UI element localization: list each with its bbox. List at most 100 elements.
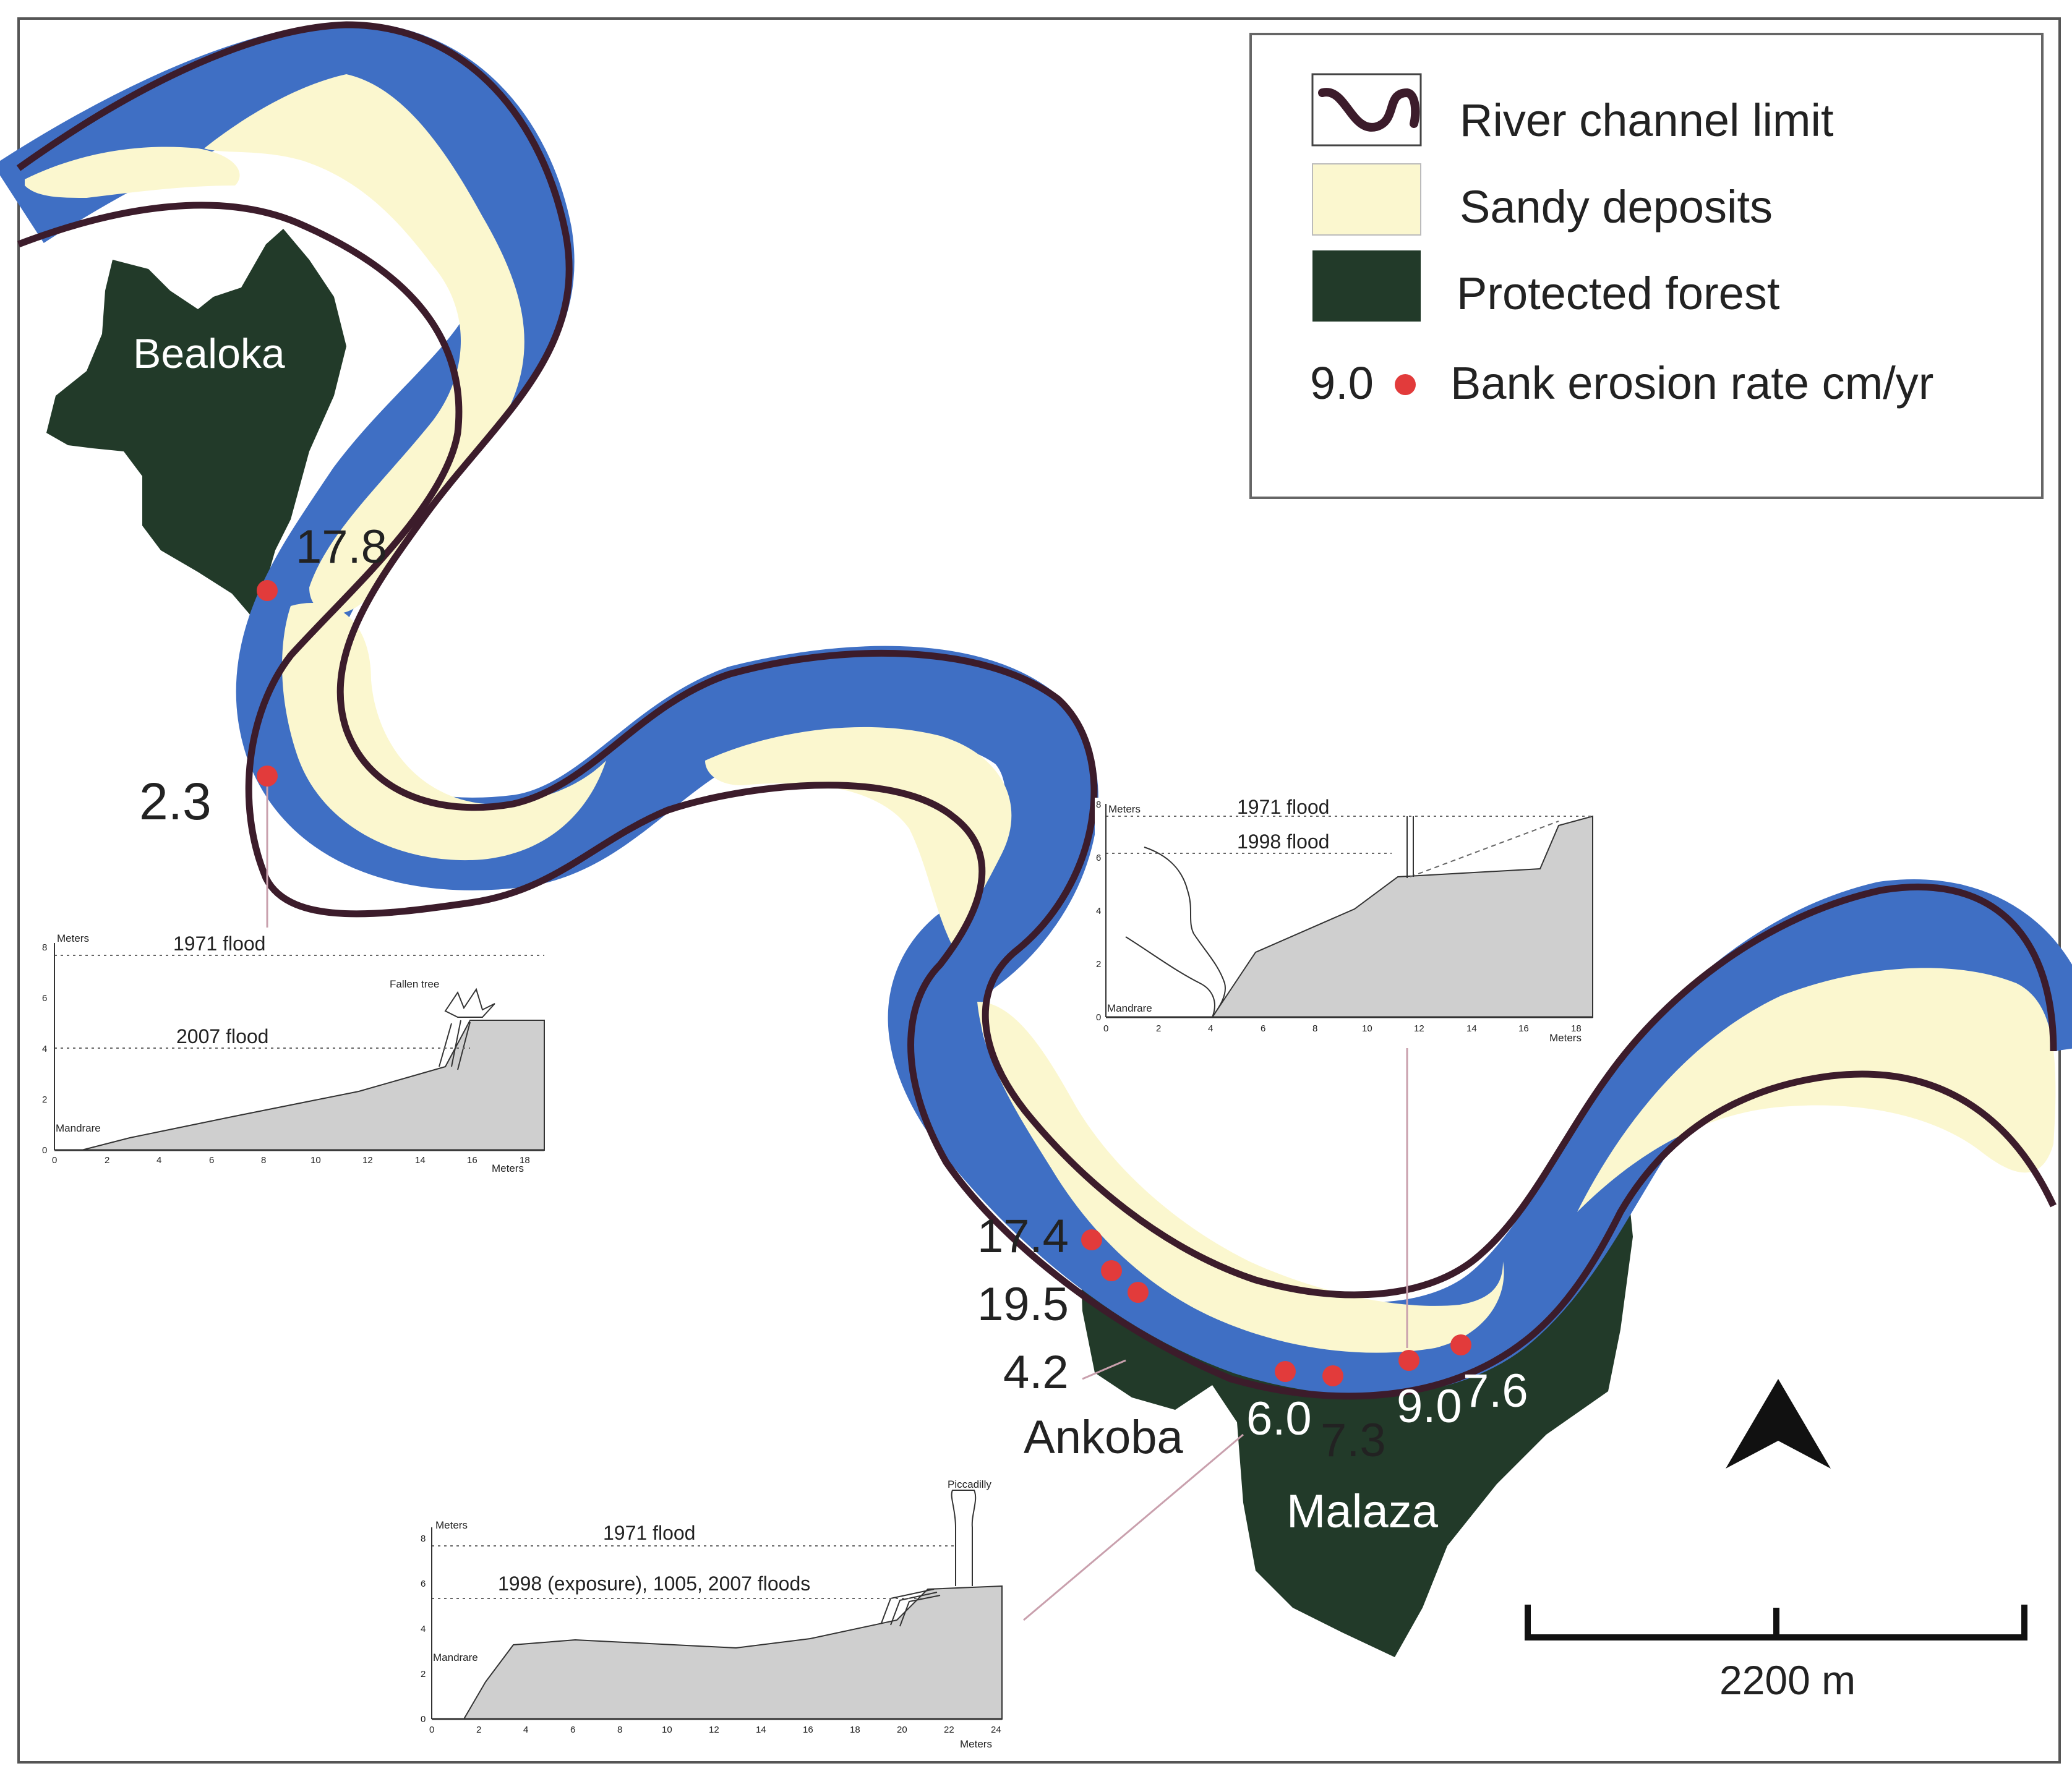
x-tick: 4 xyxy=(1208,1023,1213,1034)
erosion-dot xyxy=(1275,1361,1296,1382)
profile-right: Meters 1971 flood 1998 flood Mandrare Me… xyxy=(1095,796,1596,1048)
profile-xticks: 0 2 4 6 8 10 12 14 16 18 20 22 24 xyxy=(429,1725,1001,1735)
y-tick: 4 xyxy=(1096,906,1101,916)
profile-note: Piccadilly xyxy=(948,1478,991,1490)
x-tick: 8 xyxy=(1312,1023,1317,1034)
forest-bealoka xyxy=(46,229,346,615)
legend-label-river: River channel limit xyxy=(1460,95,1834,146)
profile-xticks: 0 2 4 6 8 10 12 14 16 18 xyxy=(1103,1023,1582,1034)
x-tick: 10 xyxy=(662,1725,672,1735)
y-tick: 6 xyxy=(421,1579,426,1589)
erosion-dot xyxy=(257,580,278,601)
scale-bar-label: 2200 m xyxy=(1719,1657,1856,1703)
x-tick: 14 xyxy=(756,1725,766,1735)
profile-xticks: 0 2 4 6 8 10 12 14 16 18 xyxy=(52,1155,530,1166)
profile-ylabel: Meters xyxy=(57,932,89,944)
y-tick: 0 xyxy=(421,1714,426,1725)
x-tick: 2 xyxy=(1156,1023,1161,1034)
profile-ylabel: Meters xyxy=(435,1519,468,1531)
profile-flood-label: 2007 flood xyxy=(176,1025,268,1047)
profile-bank-fill xyxy=(81,1020,545,1151)
profile-flood-label: 1971 flood xyxy=(603,1522,695,1544)
y-tick: 4 xyxy=(42,1044,47,1054)
place-ankoba: Ankoba xyxy=(1024,1411,1183,1464)
erosion-dot xyxy=(1398,1350,1419,1371)
y-tick: 2 xyxy=(1096,959,1101,970)
x-tick: 10 xyxy=(1362,1023,1372,1034)
erosion-points xyxy=(257,580,1471,1386)
x-tick: 20 xyxy=(897,1725,907,1735)
x-tick: 18 xyxy=(1571,1023,1582,1034)
river-bank-outer xyxy=(16,21,2057,1299)
x-tick: 10 xyxy=(310,1155,321,1166)
legend-erosion-dot xyxy=(1395,374,1416,395)
sand-bar-5 xyxy=(1577,968,2056,1212)
x-tick: 0 xyxy=(429,1725,434,1735)
y-tick: 6 xyxy=(42,993,47,1004)
scale-bar: 2200 m xyxy=(1525,1605,2027,1703)
profile-flood-label: 1998 flood xyxy=(1237,830,1329,853)
profile-river-outline xyxy=(1125,847,1226,1018)
erosion-label: 9.0 xyxy=(1397,1380,1462,1433)
legend-label-erosion: Bank erosion rate cm/yr xyxy=(1450,357,1933,409)
legend-label-forest: Protected forest xyxy=(1457,268,1780,319)
x-tick: 12 xyxy=(709,1725,719,1735)
y-tick: 2 xyxy=(421,1669,426,1679)
x-tick: 16 xyxy=(803,1725,813,1735)
erosion-label: 17.4 xyxy=(977,1210,1069,1263)
profile-bank-fill xyxy=(463,1585,1003,1720)
profile-left: Meters 1971 flood 2007 flood Fallen tree… xyxy=(42,931,545,1174)
legend: River channel limit Sandy deposits Prote… xyxy=(1249,33,2044,499)
x-tick: 12 xyxy=(1414,1023,1424,1034)
x-tick: 18 xyxy=(850,1725,860,1735)
legend-river-swatch xyxy=(1311,73,1422,147)
erosion-label: 19.5 xyxy=(977,1278,1069,1331)
erosion-label: 7.3 xyxy=(1321,1414,1386,1467)
x-tick: 14 xyxy=(415,1155,426,1166)
x-tick: 2 xyxy=(105,1155,109,1166)
x-tick: 18 xyxy=(520,1155,530,1166)
profile-slope-line xyxy=(1410,821,1559,877)
river-line-icon xyxy=(1318,88,1420,132)
sand-bar-2 xyxy=(282,603,606,861)
profile-yticks: 0 2 4 6 8 xyxy=(42,942,47,1156)
profile-tree-icon xyxy=(951,1490,977,1586)
profile-xlabel: Meters xyxy=(1549,1032,1582,1044)
sand-bar-6 xyxy=(25,147,240,198)
profile-ylabel: Meters xyxy=(1108,803,1141,815)
sand-bar-3 xyxy=(705,727,1012,946)
x-tick: 6 xyxy=(1261,1023,1265,1034)
erosion-dot xyxy=(1128,1282,1149,1303)
legend-label-sand: Sandy deposits xyxy=(1460,181,1773,233)
erosion-dot xyxy=(1450,1334,1471,1355)
x-tick: 0 xyxy=(52,1155,57,1166)
erosion-dot xyxy=(257,766,278,787)
erosion-label: 17.8 xyxy=(296,521,387,573)
y-tick: 0 xyxy=(1096,1012,1101,1023)
x-tick: 0 xyxy=(1103,1023,1108,1034)
x-tick: 14 xyxy=(1466,1023,1477,1034)
forest-ankoba-malaza xyxy=(1079,1156,1633,1657)
x-tick: 4 xyxy=(156,1155,161,1166)
x-tick: 16 xyxy=(1518,1023,1529,1034)
profile-yticks: 0 2 4 6 8 xyxy=(421,1534,426,1725)
x-tick: 8 xyxy=(261,1155,266,1166)
place-malaza: Malaza xyxy=(1286,1485,1439,1538)
profile-river-label: Mandrare xyxy=(433,1652,478,1663)
erosion-label: 7.6 xyxy=(1463,1365,1528,1417)
y-tick: 8 xyxy=(421,1534,426,1544)
x-tick: 6 xyxy=(570,1725,575,1735)
north-arrow-icon xyxy=(1726,1379,1831,1469)
fallen-tree-icon xyxy=(439,988,495,1070)
erosion-dot xyxy=(1101,1260,1122,1281)
y-tick: 6 xyxy=(1096,853,1101,863)
profile-river-label: Mandrare xyxy=(56,1122,101,1134)
profile-yticks: 0 2 4 6 8 xyxy=(1096,800,1101,1023)
x-tick: 2 xyxy=(476,1725,481,1735)
leader-line xyxy=(1023,1433,1244,1621)
y-tick: 8 xyxy=(1096,800,1101,810)
legend-sand-swatch xyxy=(1312,163,1421,236)
y-tick: 0 xyxy=(42,1145,47,1156)
x-tick: 24 xyxy=(991,1725,1001,1735)
